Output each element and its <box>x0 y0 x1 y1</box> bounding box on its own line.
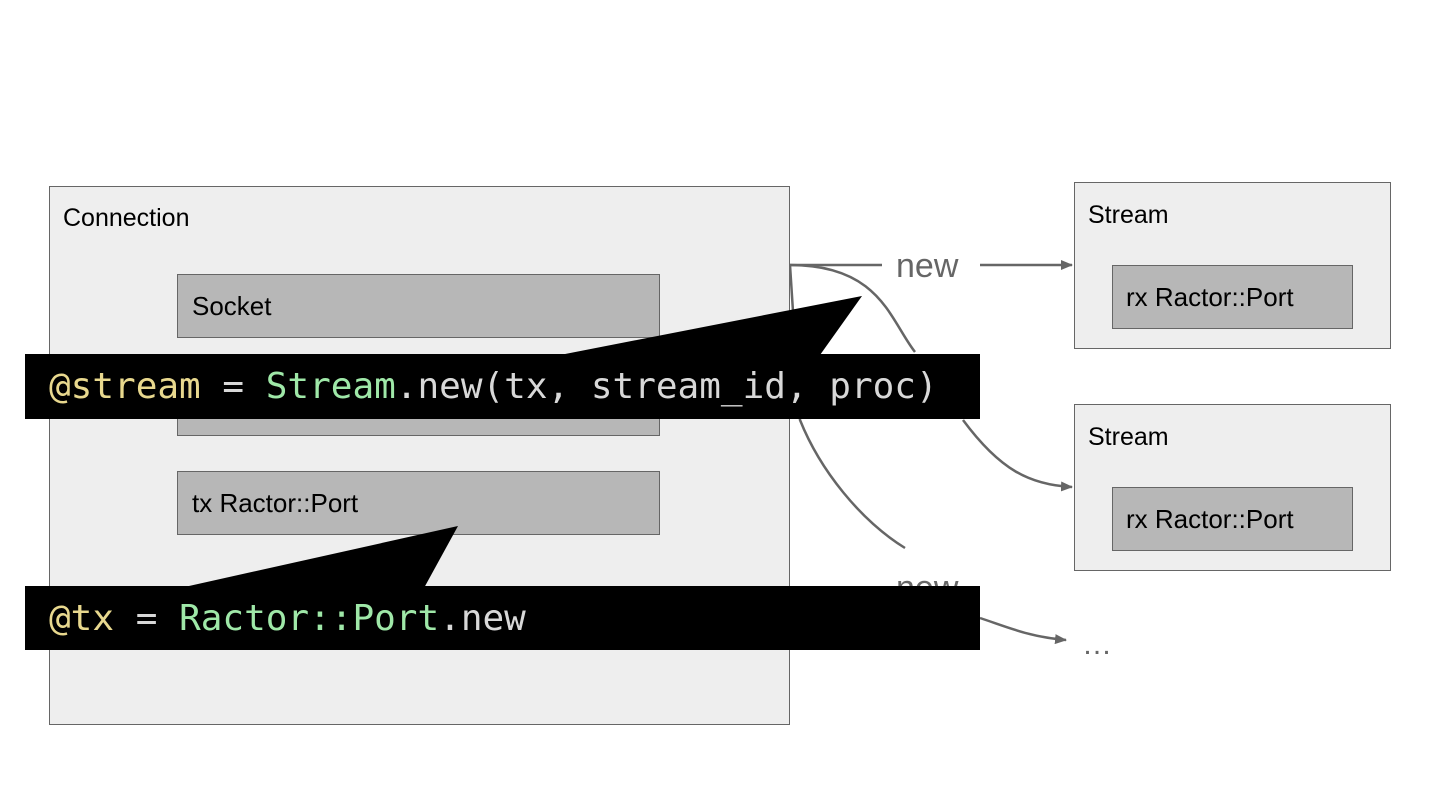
more-streams-ellipsis: … <box>1082 628 1112 661</box>
rx-port-box-2: rx Ractor::Port <box>1112 487 1353 551</box>
arrow-to-more-streams <box>788 264 1066 640</box>
tx-code-callout: @tx = Ractor::Port .new <box>25 586 980 650</box>
stream-code-call: .new(tx, stream_id, proc) <box>395 366 938 407</box>
socket-box: Socket <box>177 274 660 338</box>
rx-port-label-1: rx Ractor::Port <box>1126 282 1294 312</box>
stream-code-operator: = <box>200 366 266 407</box>
stream-callout-pointer <box>560 296 862 355</box>
stream-code-variable: @stream <box>49 366 201 407</box>
tx-code-variable: @tx <box>49 597 115 639</box>
stream-code-constant: Stream <box>265 366 396 407</box>
stream-code-callout: @stream = Stream .new(tx, stream_id, pro… <box>25 354 980 419</box>
rx-port-box-1: rx Ractor::Port <box>1112 265 1353 329</box>
connection-title: Connection <box>63 204 190 232</box>
rx-port-label-2: rx Ractor::Port <box>1126 504 1294 534</box>
socket-label: Socket <box>192 291 272 321</box>
tx-code-call: .new <box>439 597 526 639</box>
tx-callout-pointer <box>180 526 458 588</box>
tx-code-constant: Ractor::Port <box>179 597 440 639</box>
tx-port-box: tx Ractor::Port <box>177 471 660 535</box>
tx-code-operator: = <box>114 597 180 639</box>
stream-title-2: Stream <box>1088 423 1169 451</box>
stream-title-1: Stream <box>1088 201 1169 229</box>
tx-port-label: tx Ractor::Port <box>192 488 359 518</box>
new-label-top: new <box>896 247 959 285</box>
arrow-to-stream-2 <box>789 263 1072 487</box>
